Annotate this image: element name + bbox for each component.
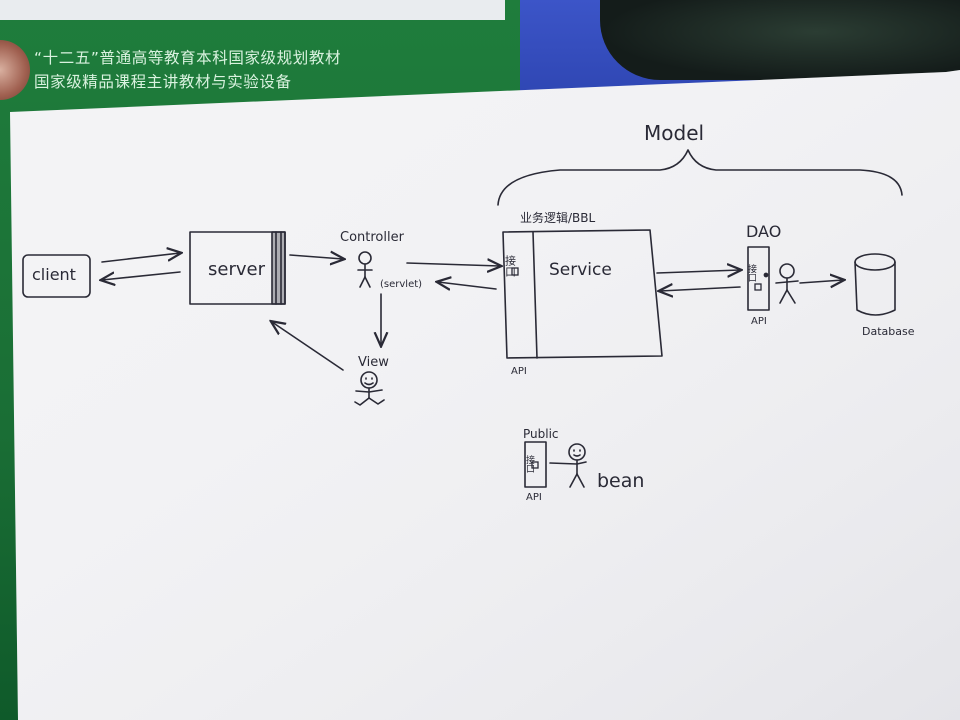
servlet-label: (servlet): [380, 279, 422, 290]
service-label: Service: [549, 260, 612, 280]
database-label: Database: [862, 325, 915, 338]
bean-label: bean: [597, 470, 644, 492]
dao-interface-dot: [764, 273, 767, 276]
controller-label: Controller: [340, 230, 405, 245]
public-label: Public: [523, 427, 559, 441]
dao-label: DAO: [746, 222, 781, 241]
view-label: View: [358, 355, 389, 370]
service-interface-label: 接口: [504, 255, 517, 277]
bean-interface-label: 接口: [524, 454, 535, 473]
dao-interface-label: 接口: [746, 263, 757, 282]
paper-shading: [10, 70, 960, 720]
client-label: client: [32, 265, 76, 284]
bbl-label: 业务逻辑/BBL: [520, 210, 596, 225]
server-label: server: [208, 259, 266, 280]
dao-api-label: API: [751, 316, 767, 327]
bean-api-label: API: [526, 492, 542, 503]
model-label: Model: [644, 121, 704, 145]
service-api-label: API: [511, 366, 527, 377]
server-side-panel: [272, 232, 285, 304]
